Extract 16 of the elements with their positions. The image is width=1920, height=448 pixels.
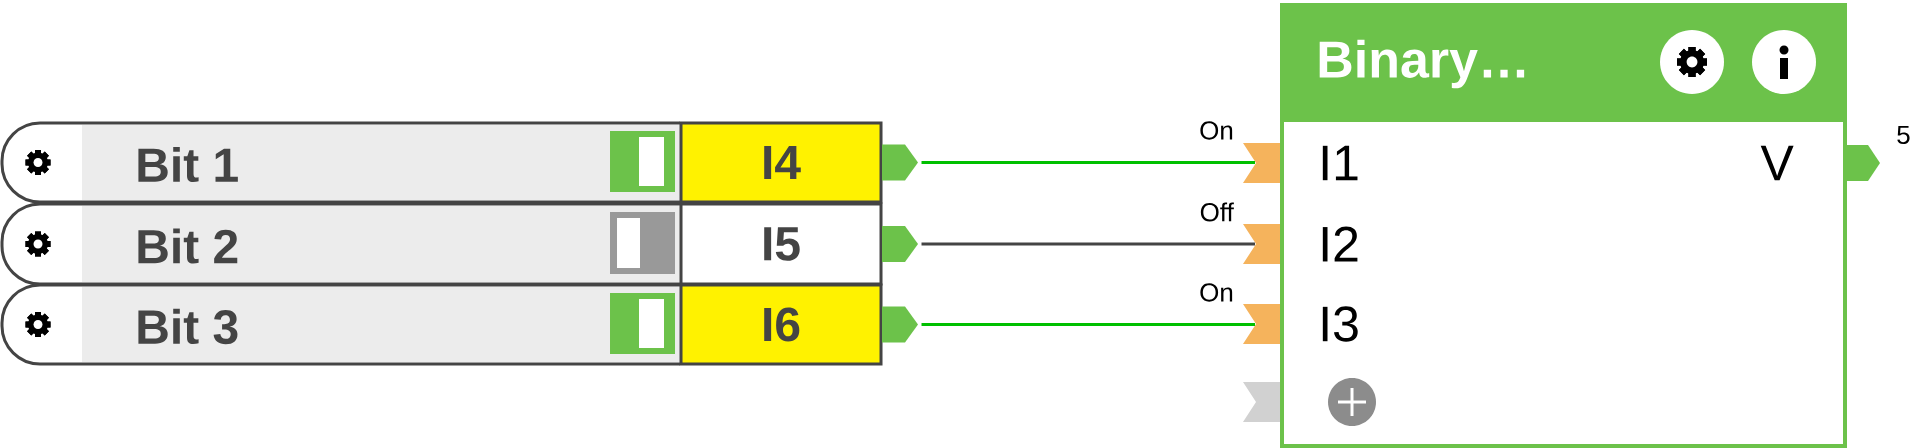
- value-cell: I4: [679, 121, 883, 204]
- bit-row: Bit 3: [0, 283, 682, 366]
- bit-row: Bit 1: [0, 121, 682, 204]
- edge-label: Off: [1198, 201, 1235, 223]
- output-value: 5: [1897, 125, 1910, 145]
- connector-line: [921, 323, 1255, 326]
- input-label: I3: [1322, 306, 1358, 342]
- input-label: I2: [1322, 226, 1358, 262]
- value-cell: I6: [679, 283, 883, 366]
- edge-label: On: [1198, 120, 1235, 141]
- edge-label: On: [1198, 282, 1235, 303]
- connector-line: [921, 242, 1255, 246]
- connector-line: [921, 161, 1255, 164]
- value-cell: I5: [679, 202, 883, 286]
- input-label: I1: [1322, 145, 1358, 181]
- output-label: V: [1760, 145, 1794, 181]
